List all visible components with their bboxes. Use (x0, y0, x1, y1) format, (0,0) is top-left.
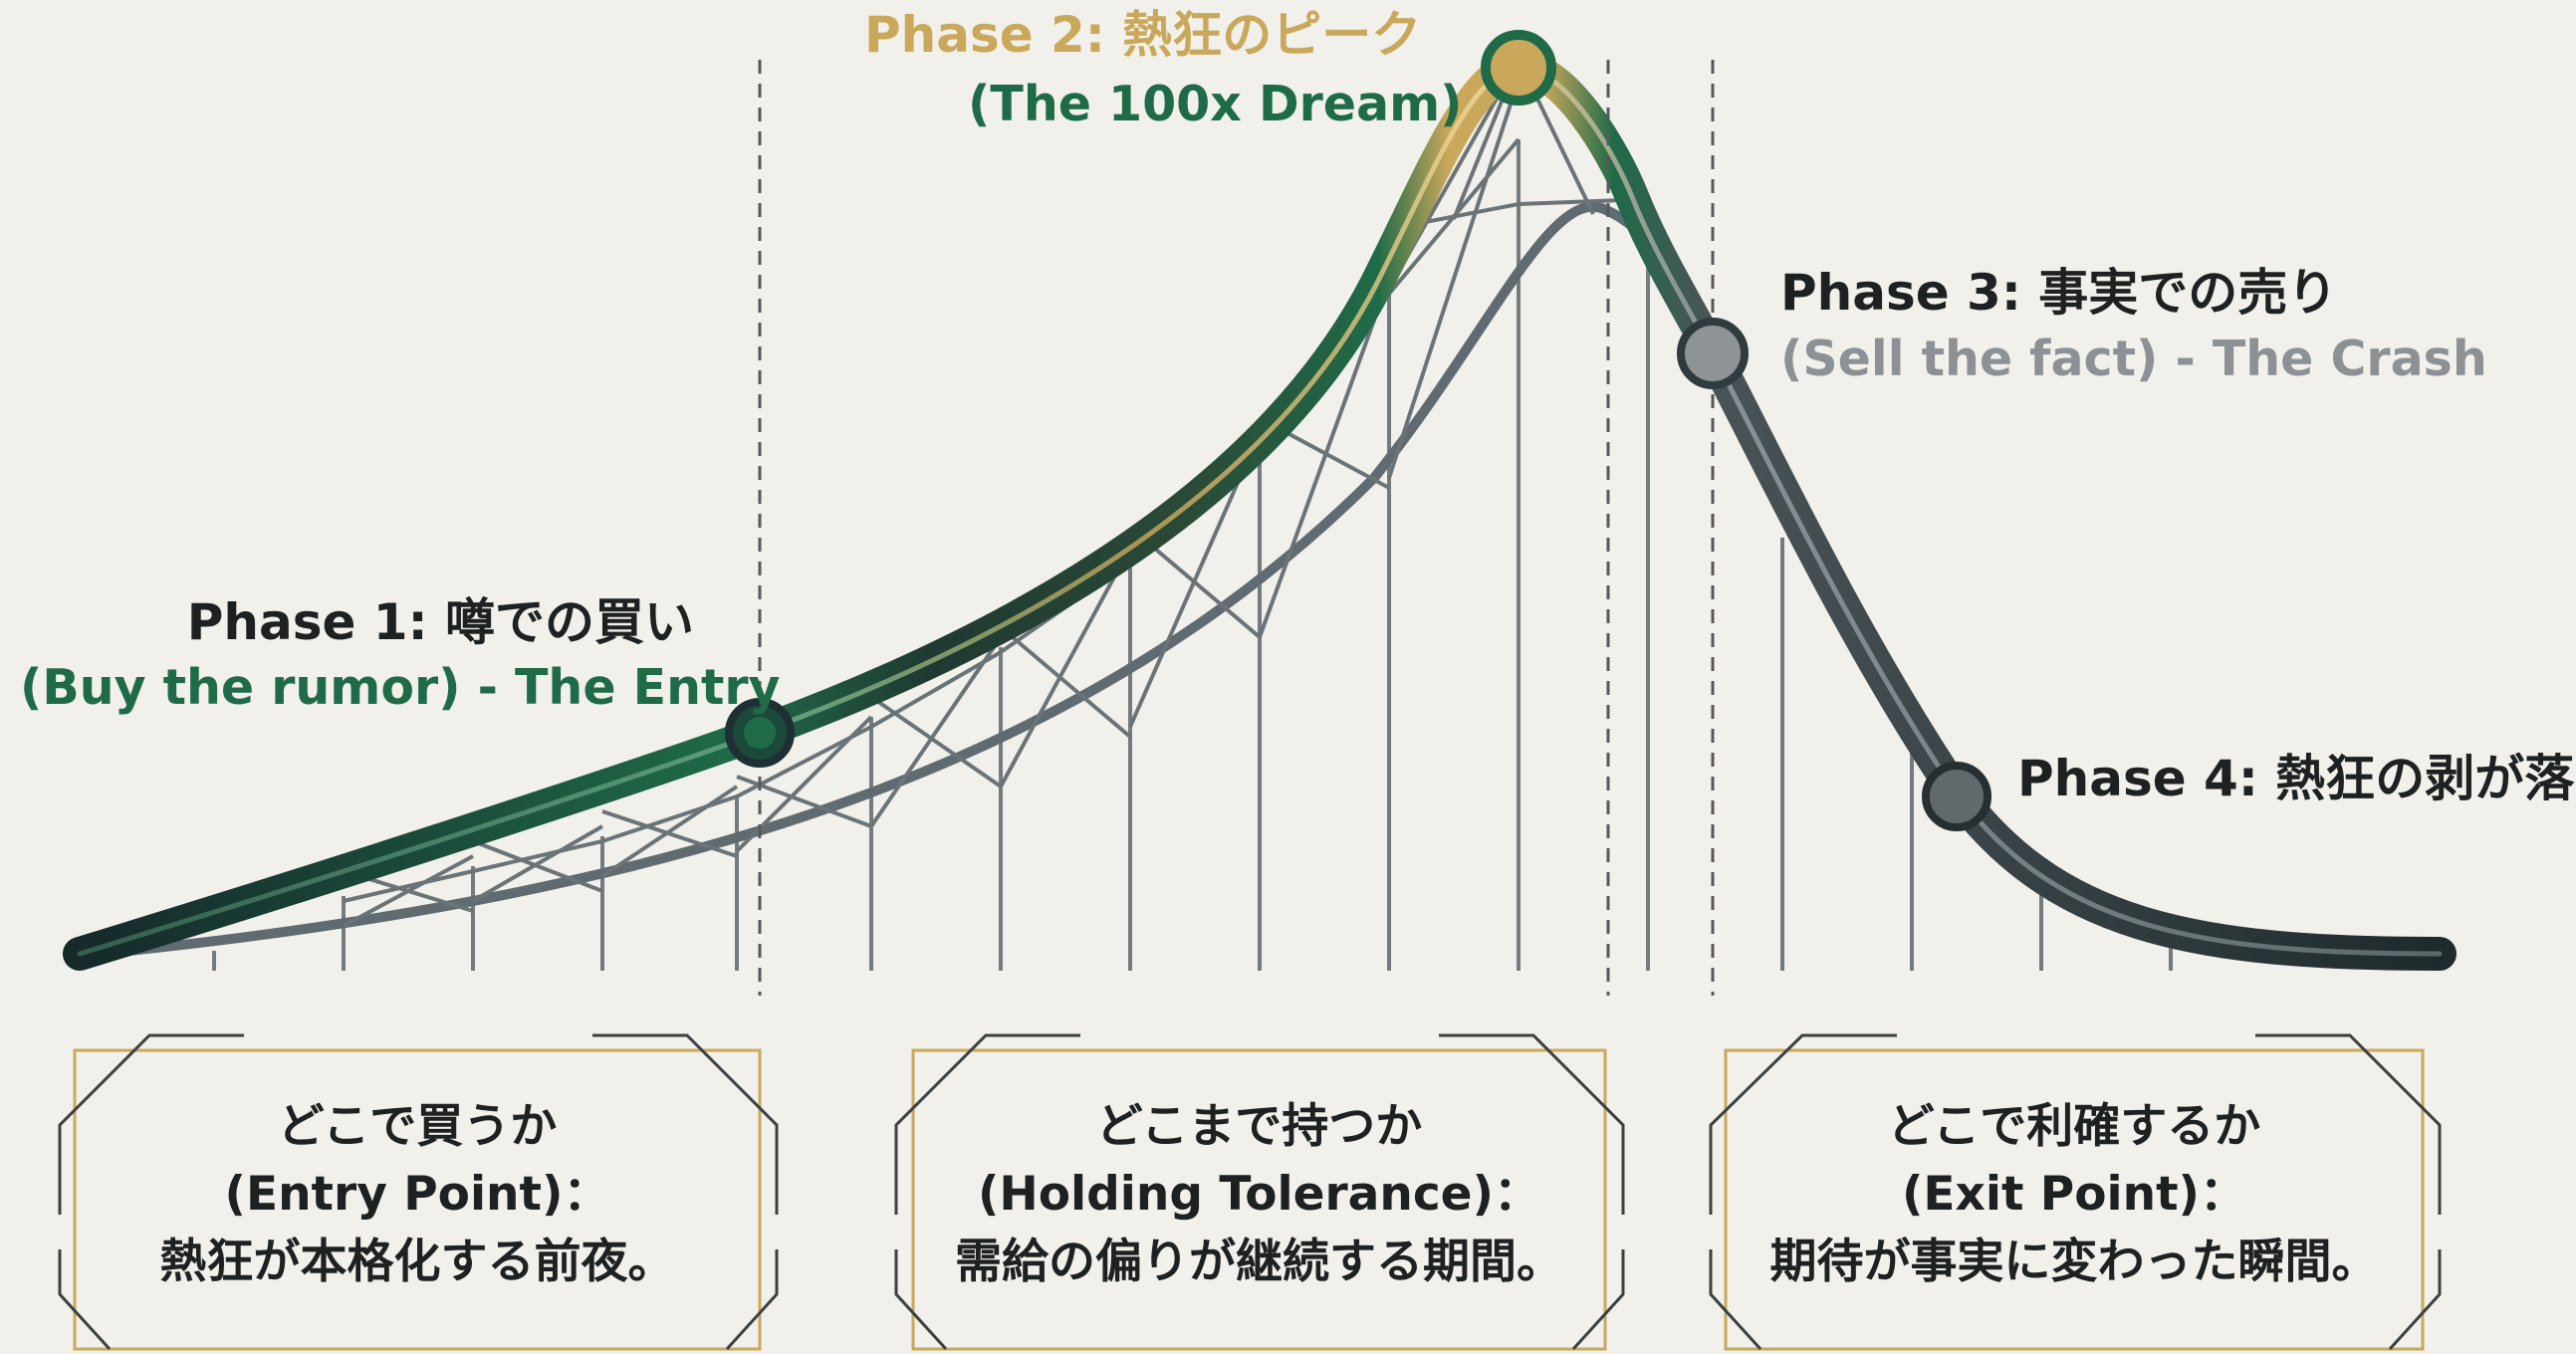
phase2-subtitle: (The 100x Dream) (968, 76, 1463, 132)
phase4-marker (1922, 762, 1991, 831)
exit-box-description: 期待が事実に変わった瞬間。 (1769, 1235, 2379, 1289)
entry-box-text: どこで買うか (Entry Point)： 熱狂が本格化する前夜。 (75, 1093, 760, 1296)
phase2-marker (1481, 30, 1556, 106)
structure-curve (75, 201, 1718, 961)
exit-box-text: どこで利確するか (Exit Point)： 期待が事実に変わった瞬間。 (1726, 1093, 2423, 1296)
holding-box (894, 1033, 1625, 1351)
holding-box-heading: どこまで持つか (1095, 1099, 1423, 1154)
entry-box-description: 熱狂が本格化する前夜。 (159, 1235, 675, 1289)
phase1-subtitle: (Buy the rumor) - The Entry (20, 659, 781, 716)
phase1-marker-core (744, 717, 776, 749)
holding-box-text: どこまで持つか (Holding Tolerance)： 需給の偏りが継続する期… (913, 1093, 1605, 1296)
holding-box-label: (Holding Tolerance)： (977, 1167, 1541, 1222)
phase2-title: Phase 2: 熱狂のピーク (864, 6, 1422, 64)
exit-box-heading: どこで利確するか (1887, 1099, 2261, 1154)
entry-box (58, 1033, 779, 1351)
holding-box-description: 需給の偏りが継続する期間。 (955, 1235, 1563, 1289)
exit-box (1709, 1033, 2442, 1351)
phase1-title: Phase 1: 噂での買い (186, 593, 694, 651)
entry-box-label: (Entry Point)： (224, 1167, 610, 1222)
phase3-title: Phase 3: 事実での売り (1780, 264, 2338, 322)
phase4-title: Phase 4: 熱狂の剥が落 (2017, 750, 2575, 807)
exit-box-label: (Exit Point)： (1901, 1167, 2247, 1222)
phase3-subtitle: (Sell the fact) - The Crash (1780, 331, 2487, 387)
phase3-marker (1677, 318, 1749, 389)
entry-box-heading: どこで買うか (277, 1099, 558, 1154)
phase-dividers (758, 60, 1715, 996)
